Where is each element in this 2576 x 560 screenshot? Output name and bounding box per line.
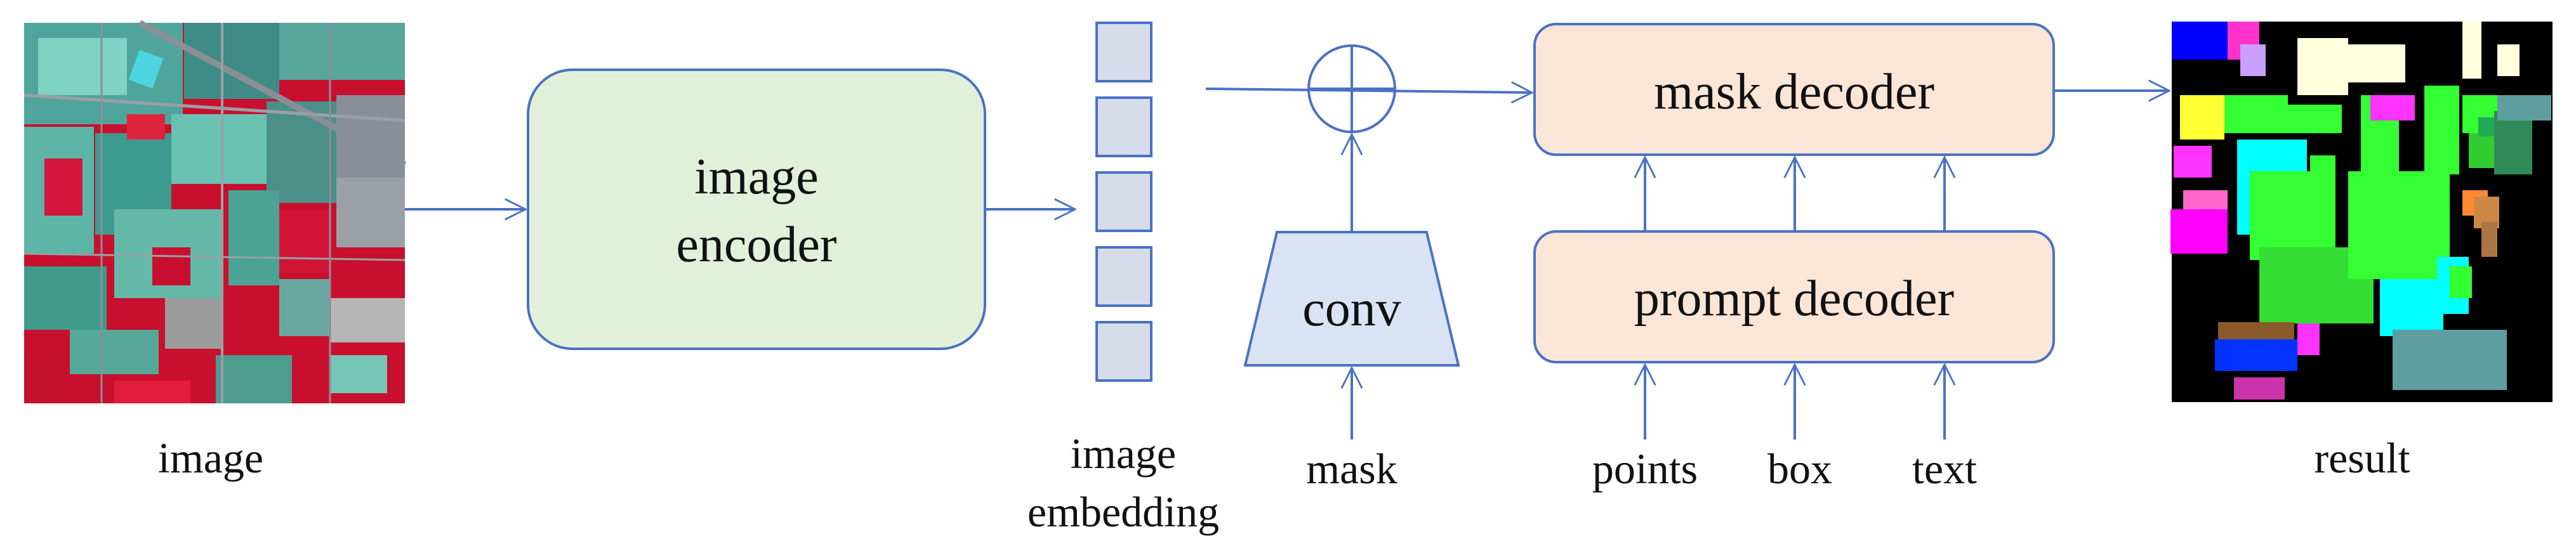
prompt-decoder-label: prompt decoder	[1634, 271, 1954, 327]
embedding-label-line2: embedding	[1027, 488, 1219, 536]
circled-plus-icon	[1307, 44, 1396, 133]
mask-decoder-label: mask decoder	[1654, 64, 1934, 120]
conv-block	[1243, 231, 1460, 367]
mask-decoder-box	[1533, 23, 2055, 156]
text-label: text	[1912, 445, 1977, 493]
image-encoder-box	[527, 68, 986, 350]
box-label: box	[1767, 445, 1832, 493]
conv-label: conv	[1302, 281, 1401, 337]
points-label: points	[1592, 445, 1698, 493]
result-label: result	[2314, 434, 2410, 482]
input-satellite-image	[23, 20, 407, 403]
arrow-embedding-to-mask-decoder	[1205, 89, 1532, 93]
image-encoder-label-line2: encoder	[676, 217, 836, 273]
embedding-label-line1: image	[1071, 429, 1176, 478]
mask-label: mask	[1306, 445, 1397, 493]
image-embedding-stack	[1095, 22, 1153, 382]
prompt-decoder-box	[1533, 230, 2055, 363]
image-encoder-label-line1: image	[694, 149, 818, 205]
image-label: image	[158, 434, 263, 482]
result-segmentation-map	[2170, 22, 2553, 402]
